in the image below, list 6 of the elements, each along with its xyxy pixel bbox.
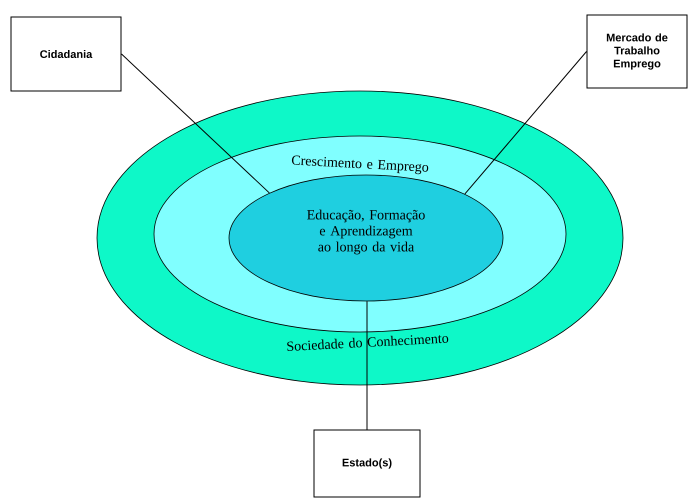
text-box: Mercado de Trabalho Emprego xyxy=(586,14,688,88)
connector-line xyxy=(366,300,368,430)
connector-line xyxy=(121,54,270,194)
connector-line xyxy=(464,51,587,194)
text-box: Estado(s) xyxy=(314,430,420,498)
text-box: Cidadania xyxy=(10,16,122,92)
